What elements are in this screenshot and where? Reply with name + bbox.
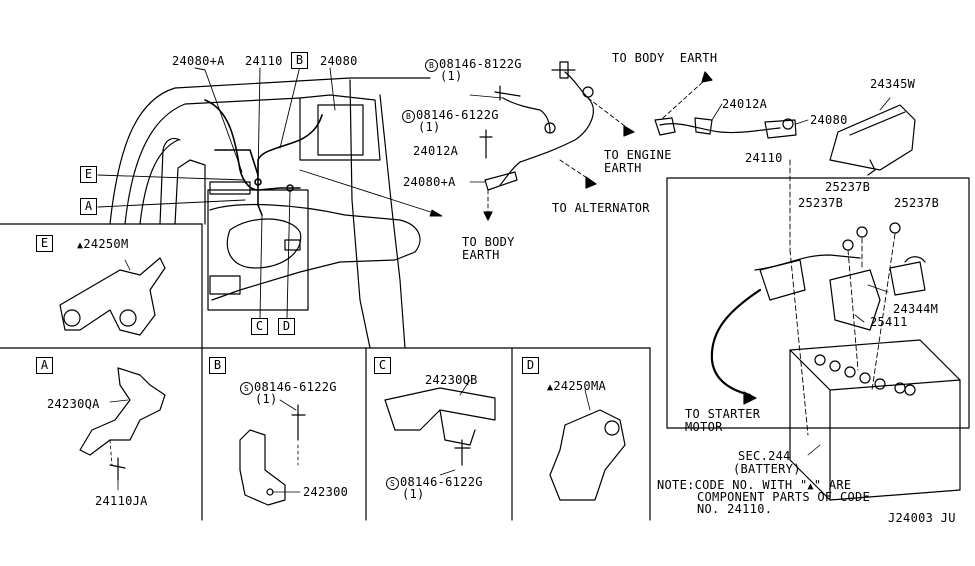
bolt-qty-1: (1) — [440, 69, 463, 83]
engine-bay-outline — [109, 77, 431, 349]
panel-b-bolt-qty: (1) — [255, 392, 278, 406]
callout-box-a: A — [80, 198, 97, 215]
callout-box-e: E — [80, 166, 97, 183]
to-engine-earth-label: TO ENGINE EARTH — [604, 148, 672, 175]
battery-label: (BATTERY) — [733, 462, 801, 476]
panel-a-letter: A — [36, 357, 53, 374]
panel-c-part — [384, 379, 496, 476]
part-label-24345w: 24345W — [870, 77, 916, 91]
panel-d-part-label: ▲24250MA — [547, 379, 607, 394]
note-line-3: NO. 24110. — [697, 502, 773, 516]
panel-e-letter: E — [36, 235, 53, 252]
callout-box-b: B — [291, 52, 308, 69]
part-label-24110-right: 24110 — [745, 151, 783, 165]
panel-a-part — [79, 367, 166, 491]
bolt-type-s-icon: S — [386, 477, 399, 490]
part-label-24080: 24080 — [320, 54, 358, 68]
panel-e-part — [59, 257, 166, 336]
bolt-type-b-icon: B — [425, 59, 438, 72]
part-label-25237b-1: 25237B — [825, 180, 871, 194]
note-line-2: COMPONENT PARTS OF CODE — [697, 490, 871, 504]
panel-frames — [0, 177, 970, 521]
panel-b-letter: B — [209, 357, 226, 374]
part-label-24012a: 24012A — [722, 97, 768, 111]
panel-c-part-label: 24230QB — [425, 373, 478, 387]
sec-244-label: SEC.244 — [738, 449, 791, 463]
panel-e-part-label: ▲24250M — [77, 237, 129, 252]
to-body-earth-label: TO BODY EARTH — [462, 235, 515, 262]
part-label-24344m: 24344M — [893, 302, 939, 316]
part-label-25411: 25411 — [870, 315, 908, 329]
battery-cable-top — [654, 71, 916, 176]
bolt-type-s-icon: S — [240, 382, 253, 395]
harness-detail — [469, 61, 635, 221]
part-label-24110: 24110 — [245, 54, 283, 68]
part-label-24012a-harness: 24012A — [413, 144, 459, 158]
panel-a-part-label-2: 24110JA — [95, 494, 148, 508]
panel-d-part — [549, 389, 626, 501]
to-alternator-label: TO ALTERNATOR — [552, 201, 650, 215]
panel-c-letter: C — [374, 357, 391, 374]
note-line-1: NOTE:CODE NO. WITH "▲" ARE — [657, 478, 852, 493]
callout-box-c: C — [251, 318, 268, 335]
panel-d-letter: D — [522, 357, 539, 374]
triangle-marker-icon: ▲ — [77, 240, 84, 251]
to-body-earth-top-label: TO BODY EARTH — [612, 51, 718, 65]
callout-box-d: D — [278, 318, 295, 335]
panel-b-part-label: 242300 — [303, 485, 349, 499]
figure-code: J24003 JU — [888, 511, 956, 525]
panel-b-part — [239, 399, 306, 506]
part-label-24080a: 24080+A — [172, 54, 225, 68]
battery-assembly — [710, 159, 961, 501]
part-label-24080a-harness: 24080+A — [403, 175, 456, 189]
part-label-24080-right: 24080 — [810, 113, 848, 127]
part-label-25237b-3: 25237B — [894, 196, 940, 210]
panel-c-bolt-qty: (1) — [402, 487, 425, 501]
triangle-marker-icon: ▲ — [547, 382, 554, 393]
harness-wires — [204, 99, 323, 216]
bolt-type-b-icon: B — [402, 110, 415, 123]
leader-lines — [97, 65, 443, 319]
to-starter-motor-label: TO STARTER MOTOR — [685, 407, 761, 434]
panel-a-part-label-1: 24230QA — [47, 397, 100, 411]
bolt-qty-2: (1) — [418, 120, 441, 134]
triangle-marker-icon: ▲ — [807, 481, 814, 492]
part-label-25237b-2: 25237B — [798, 196, 844, 210]
